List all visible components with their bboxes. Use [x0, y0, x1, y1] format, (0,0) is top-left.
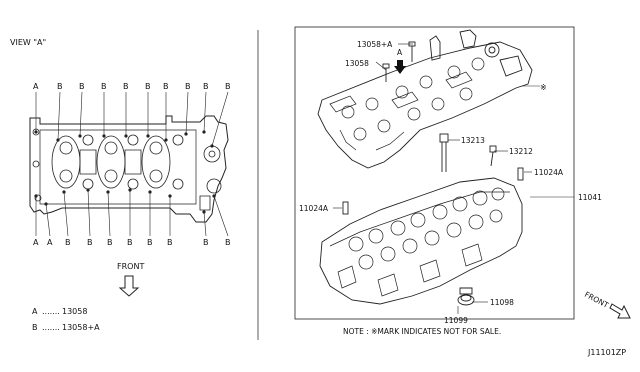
- view-top-letter: B: [163, 82, 169, 91]
- arrow-a-label: A: [397, 48, 403, 57]
- view-bottom-letter: A: [47, 238, 53, 247]
- leader-line: [203, 91, 207, 133]
- leader-line: [63, 191, 69, 237]
- view-label: VIEW "A": [10, 38, 46, 47]
- front-label: FRONT: [117, 262, 144, 271]
- callout-13212: 13212: [509, 147, 533, 156]
- bolt-marker: [34, 194, 38, 198]
- bolt-marker: [44, 202, 48, 206]
- bolt-marker: [34, 130, 38, 134]
- front-arrow-icon: [118, 275, 140, 297]
- callout-11098: 11098: [490, 298, 514, 307]
- bolt-marker: [106, 190, 110, 194]
- view-top-letter: B: [145, 82, 151, 91]
- view-top-letter: B: [57, 82, 63, 91]
- not-for-sale-note: NOTE : ※MARK INDICATES NOT FOR SALE.: [343, 327, 501, 336]
- view-bottom-letter: B: [65, 238, 71, 247]
- legend-part-a: 13058: [62, 307, 87, 316]
- bolt-marker: [86, 188, 90, 192]
- leader-line: [203, 211, 207, 237]
- part-11024a-right: [517, 167, 524, 181]
- view-top-letter: B: [123, 82, 129, 91]
- view-leader-lines: [35, 91, 229, 237]
- part-11024a-left: [342, 201, 349, 215]
- view-a-arrow-icon: [394, 60, 406, 74]
- bolt-marker: [148, 190, 152, 194]
- cylinder-head-assembly: [319, 177, 523, 306]
- view-bottom-letter: A: [33, 238, 39, 247]
- view-bottom-letter: B: [107, 238, 113, 247]
- camshaft-bracket: [317, 29, 533, 169]
- view-top-letter: B: [185, 82, 191, 91]
- callout-11024a-right: 11024A: [534, 168, 564, 177]
- front-arrow-right: FRONT: [583, 290, 610, 310]
- leader-line: [213, 195, 229, 237]
- cylinder-head-view-a: [29, 115, 229, 223]
- bolt-marker: [128, 188, 132, 192]
- legend-dots-a: .......: [42, 307, 60, 316]
- view-top-letter: A: [33, 82, 39, 91]
- bolt-marker: [164, 138, 168, 142]
- bolt-marker: [202, 210, 206, 214]
- view-bottom-letter: B: [127, 238, 133, 247]
- leader-line: [211, 91, 229, 147]
- bolt-marker: [62, 190, 66, 194]
- leader-line: [57, 91, 61, 141]
- legend: A ....... 13058 B ....... 13058+A: [32, 307, 100, 332]
- callout-11041: 11041: [578, 193, 602, 202]
- leader-line: [107, 191, 111, 237]
- callout-13058: 13058: [345, 59, 369, 68]
- bolt-markers: [34, 130, 216, 214]
- callout-13058a: 13058+A: [357, 40, 393, 49]
- callout-11024a-left: 11024A: [299, 204, 329, 213]
- bolt-marker: [146, 134, 150, 138]
- view-bottom-letter: B: [147, 238, 153, 247]
- bolt-marker: [212, 194, 216, 198]
- legend-dots-b: .......: [42, 323, 60, 332]
- view-top-letter: B: [101, 82, 107, 91]
- bolt-marker: [124, 134, 128, 138]
- front-arrow-right-icon: [609, 303, 631, 319]
- leader-line: [87, 189, 91, 237]
- part-13213-bolt: [439, 133, 449, 172]
- bolt-marker: [102, 134, 106, 138]
- legend-part-b: 13058+A: [62, 323, 100, 332]
- exploded-view-frame: [294, 26, 575, 320]
- view-top-letter: B: [79, 82, 85, 91]
- bolt-marker: [78, 134, 82, 138]
- view-bottom-letter: B: [167, 238, 173, 247]
- view-top-letter: B: [225, 82, 231, 91]
- bolt-marker: [168, 194, 172, 198]
- not-for-sale-mark: ※: [540, 83, 547, 92]
- bolt-marker: [184, 132, 188, 136]
- bolt-marker: [210, 144, 214, 148]
- callout-leaders: [333, 43, 574, 314]
- part-13212-stud: [489, 145, 497, 167]
- view-bottom-letter: B: [203, 238, 209, 247]
- diagram-code: J11101ZP: [587, 348, 626, 357]
- leader-line: [79, 91, 83, 137]
- bolt-marker: [56, 138, 60, 142]
- callout-11099: 11099: [444, 316, 468, 325]
- view-bottom-letter: B: [225, 238, 231, 247]
- view-bottom-letter: B: [87, 238, 93, 247]
- legend-key-b: B: [32, 323, 38, 332]
- leader-line: [185, 91, 189, 135]
- bolt-marker: [202, 130, 206, 134]
- view-top-letter: B: [203, 82, 209, 91]
- leader-line: [45, 203, 51, 237]
- legend-key-a: A: [32, 307, 38, 316]
- front-label-right: FRONT: [583, 290, 610, 310]
- callout-13213: 13213: [461, 136, 485, 145]
